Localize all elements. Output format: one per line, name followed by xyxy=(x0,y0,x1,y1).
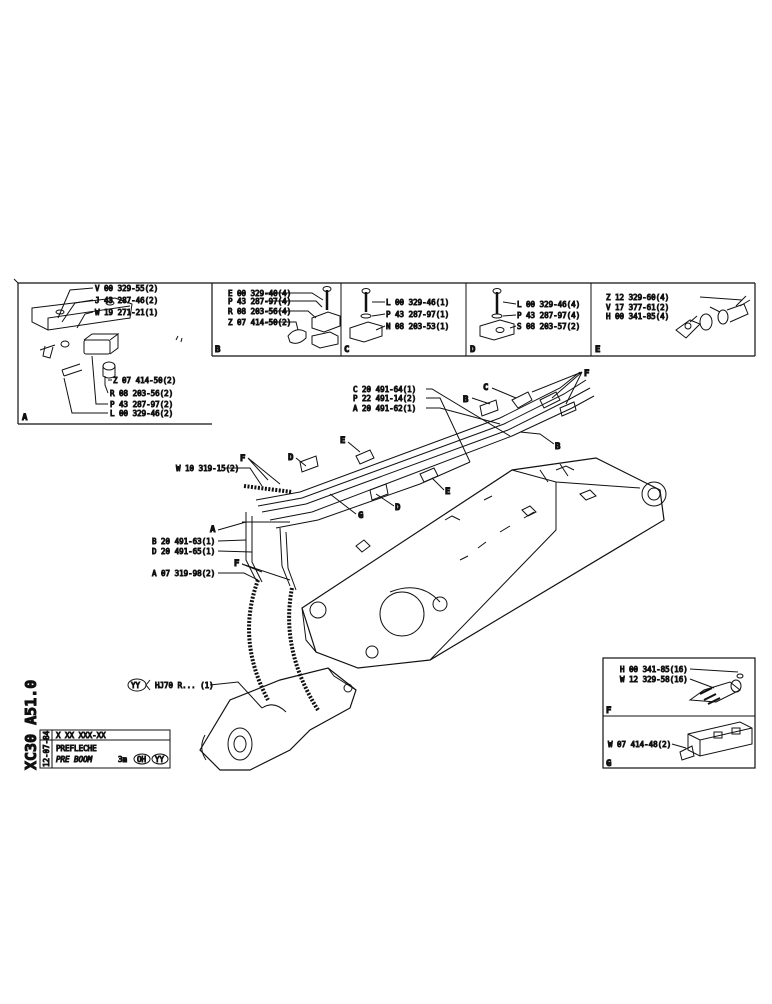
panel-c: L 00 329-46(1) P 43 287-97(1) N 08 203-5… xyxy=(344,288,450,356)
callout-b-right: B xyxy=(555,442,561,452)
hose-a-left: A 07 319-98(2) xyxy=(152,569,215,578)
callout-f-upper: F xyxy=(240,454,245,464)
panel-d: L 00 329-46(4) P 43 287-97(4) S 08 203-5… xyxy=(470,288,581,356)
panel-g-letter: G xyxy=(606,759,611,769)
sheet-reference: XC30 A51.0 xyxy=(22,680,40,770)
panel-c-part-1: L 00 329-46(1) xyxy=(386,298,449,307)
panel-a-part-5: R 08 203-56(2) xyxy=(110,389,173,398)
panel-a-part-7: L 00 329-46(2) xyxy=(110,409,173,418)
pre-boom-body xyxy=(199,457,667,771)
panel-b-part-4: Z 07 414-50(2) xyxy=(228,318,291,327)
panel-b-part-3: R 08 203-56(4) xyxy=(228,307,291,316)
panel-d-part-3: S 08 203-57(2) xyxy=(517,322,580,331)
panel-a: V 00 329-55(2) J 43 287-46(2) W 19 271-2… xyxy=(22,284,183,424)
yy-circle-title xyxy=(151,753,169,765)
clamp-label: W 10 319-15(2) xyxy=(176,464,239,473)
panel-g-part-1: W 07 414-48(2) xyxy=(608,740,671,749)
title-block: X XX XXX-XX PREFLECHE PRE BOOM 3m OH YY … xyxy=(22,679,171,771)
panel-d-letter: D xyxy=(470,345,476,355)
panel-c-letter: C xyxy=(344,345,349,355)
hose-d-left: D 20 491-65(1) xyxy=(152,547,215,556)
hj70-ref: HJ70 R... (1) xyxy=(155,681,214,690)
title-length: 3m xyxy=(118,755,128,764)
panel-d-part-2: P 43 287-97(4) xyxy=(517,311,580,320)
panel-a-part-2: J 43 287-46(2) xyxy=(95,296,158,305)
hose-p: P 22 491-14(2) xyxy=(353,394,416,403)
yy-circle-title-label: YY xyxy=(155,755,165,764)
panel-b-part-1: E 00 329-40(4) xyxy=(228,289,291,298)
callout-c: C xyxy=(483,383,488,393)
panel-e-letter: E xyxy=(595,345,600,355)
callout-b-top: B xyxy=(463,395,469,405)
oh-circle-label: OH xyxy=(137,755,147,764)
panel-b-part-2: P 43 287-97(4) xyxy=(228,297,291,306)
title-date: 12-07-84 xyxy=(42,730,51,767)
panel-f-letter: F xyxy=(606,706,611,716)
panel-f-part-2: W 12 329-58(16) xyxy=(620,675,688,684)
title-name-en: PRE BOOM xyxy=(56,755,93,764)
yy-circle-label: YY xyxy=(131,681,141,690)
panel-a-letter: A xyxy=(22,413,28,423)
panel-d-part-1: L 00 329-46(4) xyxy=(517,300,580,309)
callout-d-right: D xyxy=(395,503,401,513)
panel-b: E 00 329-40(4) P 43 287-97(4) R 08 203-5… xyxy=(215,286,341,356)
hose-a-top: A 20 491-62(1) xyxy=(353,404,416,413)
callout-d-left: D xyxy=(288,453,294,463)
panel-a-part-3: W 19 271-21(1) xyxy=(95,308,158,317)
callout-e-top: E xyxy=(340,436,345,446)
hose-c: C 20 491-64(1) xyxy=(353,385,416,394)
callout-g: G xyxy=(358,511,363,521)
panel-c-part-3: N 08 203-53(1) xyxy=(386,322,449,331)
callout-f-lower: F xyxy=(234,559,239,569)
panel-e-part-1: Z 12 329-60(4) xyxy=(606,293,669,302)
panel-a-part-6: P 43 287-97(2) xyxy=(110,400,173,409)
panel-e-part-2: V 17 377-61(2) xyxy=(606,303,669,312)
panel-b-letter: B xyxy=(215,345,221,355)
callout-e-bottom: E xyxy=(445,487,450,497)
hydraulic-lines xyxy=(242,371,595,712)
detail-strip xyxy=(13,278,756,425)
main-callouts: C 20 491-64(1) P 22 491-14(2) A 20 491-6… xyxy=(127,369,590,709)
panel-e-part-3: H 00 341-85(4) xyxy=(606,312,669,321)
callout-f-right: F xyxy=(584,369,589,379)
panel-f-part-1: H 00 341-85(16) xyxy=(620,665,688,674)
oh-circle xyxy=(133,753,151,765)
hose-b-left: B 20 491-63(1) xyxy=(152,537,215,546)
title-code: X XX XXX-XX xyxy=(56,731,106,740)
panel-c-part-2: P 43 287-97(1) xyxy=(386,310,449,319)
callout-a: A xyxy=(210,525,216,535)
panel-a-part-4: Z 07 414-50(2) xyxy=(113,376,176,385)
panel-e: Z 12 329-60(4) V 17 377-61(2) H 00 341-8… xyxy=(595,293,751,356)
title-name-fr: PREFLECHE xyxy=(56,744,97,753)
panel-a-part-1: V 00 329-55(2) xyxy=(95,284,158,293)
panel-fg: H 00 341-85(16) W 12 329-58(16) F W 07 4… xyxy=(602,657,756,770)
